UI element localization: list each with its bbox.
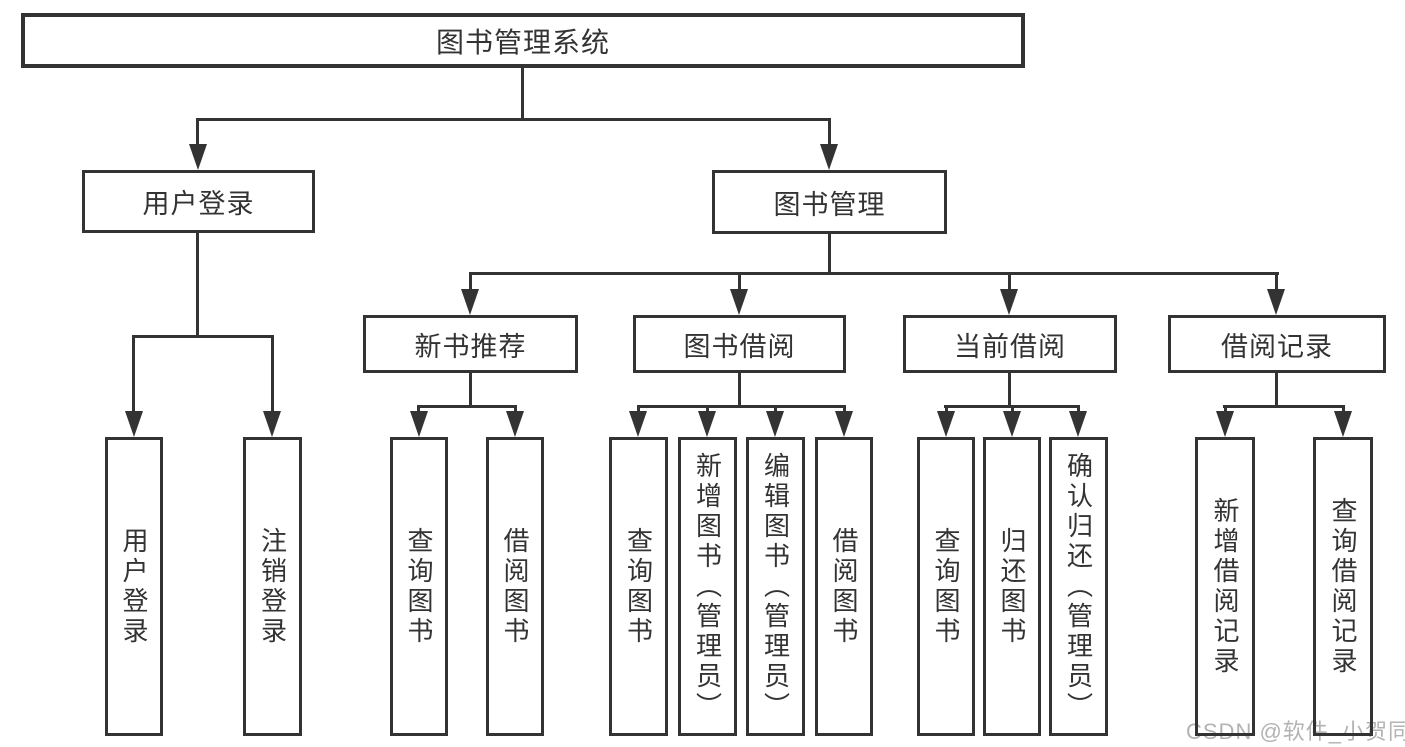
arrow-down-icon bbox=[1069, 411, 1087, 437]
connector-line bbox=[196, 233, 199, 337]
node-label: 借阅图书 bbox=[829, 526, 859, 647]
node-label: 图书管理 bbox=[773, 189, 886, 220]
connector-line bbox=[706, 405, 709, 415]
connector-line bbox=[521, 68, 524, 120]
arrow-down-icon bbox=[1003, 411, 1021, 437]
node-label: 用户登录 bbox=[142, 189, 255, 219]
connector-line bbox=[637, 405, 846, 408]
connector-line bbox=[196, 118, 831, 121]
leaf-borrow-books-recommend: 借阅图书 bbox=[486, 437, 544, 736]
arrow-down-icon bbox=[1334, 411, 1352, 437]
connector-line bbox=[271, 335, 274, 415]
arrow-down-icon bbox=[410, 411, 428, 437]
connector-line bbox=[1223, 405, 1344, 408]
node-label: 图书管理系统 bbox=[435, 26, 610, 58]
node-new-book-recommend: 新书推荐 bbox=[363, 315, 578, 373]
node-label: 图书借阅 bbox=[683, 331, 796, 362]
csdn-watermark: CSDN @软件_小贺同学 bbox=[1186, 719, 1405, 744]
connector-line bbox=[417, 405, 517, 408]
node-current-borrowing: 当前借阅 bbox=[903, 315, 1117, 373]
connector-line bbox=[945, 405, 948, 415]
arrow-down-icon bbox=[835, 411, 853, 437]
arrow-down-icon bbox=[263, 411, 281, 437]
connector-line bbox=[132, 335, 274, 338]
arrow-down-icon bbox=[1267, 289, 1285, 315]
node-label: 确认归还（管理员） bbox=[1063, 451, 1094, 722]
connector-line bbox=[1011, 405, 1014, 415]
node-root-system: 图书管理系统 bbox=[21, 13, 1025, 68]
arrow-down-icon bbox=[189, 144, 207, 170]
arrow-down-icon bbox=[937, 411, 955, 437]
arrow-down-icon bbox=[629, 411, 647, 437]
node-user-login: 用户登录 bbox=[82, 170, 315, 233]
node-label: 查询图书 bbox=[404, 526, 434, 647]
connector-line bbox=[469, 373, 472, 408]
connector-line bbox=[1275, 373, 1278, 408]
node-label: 新增图书（管理员） bbox=[692, 451, 723, 722]
leaf-add-borrow-record: 新增借阅记录 bbox=[1195, 437, 1255, 736]
connector-line bbox=[1224, 405, 1227, 415]
connector-line bbox=[514, 405, 517, 415]
node-borrowing-records: 借阅记录 bbox=[1168, 315, 1386, 373]
node-label: 归还图书 bbox=[997, 526, 1027, 647]
arrow-down-icon bbox=[461, 289, 479, 315]
connector-line bbox=[469, 272, 1279, 275]
connector-line bbox=[828, 118, 831, 148]
leaf-user-login: 用户登录 bbox=[105, 437, 163, 736]
leaf-add-book-admin: 新增图书（管理员） bbox=[678, 437, 737, 736]
leaf-return-books: 归还图书 bbox=[983, 437, 1041, 736]
leaf-query-books-borrow: 查询图书 bbox=[609, 437, 668, 736]
leaf-query-books-current: 查询图书 bbox=[917, 437, 975, 736]
node-label: 借阅记录 bbox=[1221, 331, 1333, 362]
connector-line bbox=[738, 373, 741, 408]
node-label: 新书推荐 bbox=[414, 331, 527, 362]
leaf-confirm-return-admin: 确认归还（管理员） bbox=[1049, 437, 1108, 736]
node-label: 查询图书 bbox=[623, 526, 654, 647]
arrow-down-icon bbox=[766, 411, 784, 437]
connector-line bbox=[637, 405, 640, 415]
arrow-down-icon bbox=[1000, 289, 1018, 315]
connector-line bbox=[469, 272, 472, 294]
node-label: 借阅图书 bbox=[500, 526, 530, 647]
arrow-down-icon bbox=[820, 144, 838, 170]
node-label: 用户登录 bbox=[119, 526, 149, 647]
arrow-down-icon bbox=[730, 289, 748, 315]
connector-line bbox=[774, 405, 777, 415]
leaf-borrow-books-borrow: 借阅图书 bbox=[815, 437, 873, 736]
connector-line bbox=[1342, 405, 1345, 415]
connector-line bbox=[828, 234, 831, 274]
connector-line bbox=[417, 405, 420, 415]
node-label: 编辑图书（管理员） bbox=[760, 451, 791, 722]
leaf-query-borrow-record: 查询借阅记录 bbox=[1313, 437, 1373, 736]
connector-line bbox=[1008, 373, 1011, 408]
leaf-logout: 注销登录 bbox=[243, 437, 302, 736]
connector-line bbox=[1008, 272, 1011, 294]
node-label: 当前借阅 bbox=[954, 331, 1066, 362]
node-book-management: 图书管理 bbox=[712, 170, 947, 234]
arrow-down-icon bbox=[1216, 411, 1234, 437]
connector-line bbox=[843, 405, 846, 415]
node-label: 注销登录 bbox=[257, 526, 288, 647]
connector-line bbox=[1275, 272, 1278, 294]
connector-line bbox=[132, 335, 135, 415]
node-book-borrowing: 图书借阅 bbox=[633, 315, 846, 373]
connector-line bbox=[738, 272, 741, 294]
arrow-down-icon bbox=[698, 411, 716, 437]
leaf-edit-book-admin: 编辑图书（管理员） bbox=[746, 437, 805, 736]
node-label: 新增借阅记录 bbox=[1210, 496, 1240, 677]
leaf-query-books-recommend: 查询图书 bbox=[390, 437, 448, 736]
node-label: 查询图书 bbox=[931, 526, 961, 647]
connector-line bbox=[1077, 405, 1080, 415]
arrow-down-icon bbox=[125, 411, 143, 437]
arrow-down-icon bbox=[506, 411, 524, 437]
node-label: 查询借阅记录 bbox=[1328, 496, 1358, 677]
connector-line bbox=[196, 118, 199, 148]
